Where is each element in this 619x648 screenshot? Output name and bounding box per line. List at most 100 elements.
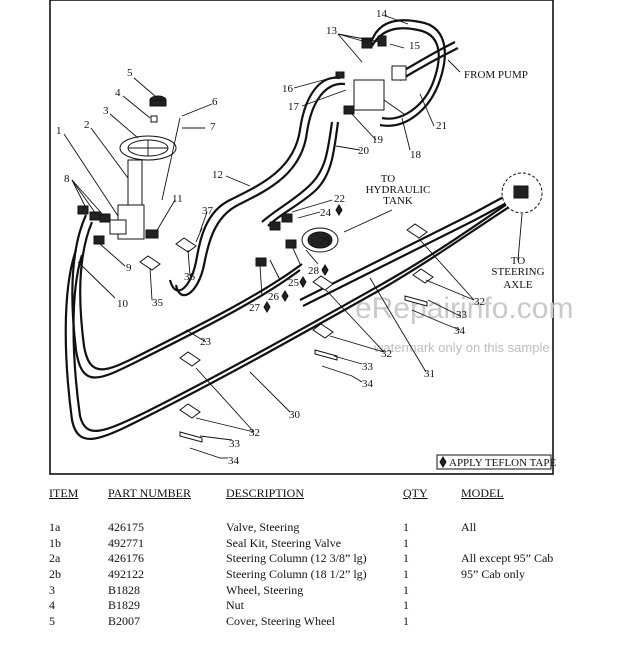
callout-numbers: 1 2 3 4 5 6 7 8 9 10 11 12 13 14 15 16 1… bbox=[56, 8, 485, 467]
callout-33c: 33 bbox=[229, 438, 241, 450]
callout-34a: 34 bbox=[454, 325, 466, 337]
callout-33b: 33 bbox=[362, 361, 374, 373]
axle-fitting bbox=[501, 172, 543, 214]
callout-32c: 32 bbox=[249, 427, 260, 439]
callout-33a: 33 bbox=[456, 309, 468, 321]
callout-36: 36 bbox=[184, 271, 196, 283]
callout-6: 6 bbox=[212, 96, 218, 108]
header-description: DESCRIPTION bbox=[226, 486, 305, 500]
callout-1: 1 bbox=[56, 125, 62, 137]
leader-lines bbox=[63, 15, 523, 459]
cell-item: 2b bbox=[49, 567, 61, 581]
flow-labels: FROM PUMP TO HYDRAULIC TANK TO STEERING … bbox=[366, 69, 545, 291]
header-qty: QTY bbox=[403, 486, 428, 500]
table-row: 1b 492771 Seal Kit, Steering Valve 1 bbox=[0, 536, 619, 552]
cell-qty: 1 bbox=[403, 614, 409, 628]
cell-item: 4 bbox=[49, 598, 55, 612]
cell-qty: 1 bbox=[403, 520, 409, 534]
callout-15: 15 bbox=[409, 40, 421, 52]
callout-11: 11 bbox=[172, 193, 183, 205]
cell-model: All bbox=[461, 520, 477, 534]
cell-description: Nut bbox=[226, 598, 244, 612]
label-to-axle-3: AXLE bbox=[503, 279, 533, 291]
callout-13: 13 bbox=[326, 25, 338, 37]
cell-part-number: 492122 bbox=[108, 567, 144, 581]
callout-27: 27 bbox=[249, 302, 261, 314]
table-row: 4 B1829 Nut 1 bbox=[0, 598, 619, 614]
clamp-plates-33 bbox=[179, 295, 428, 443]
callout-9: 9 bbox=[126, 262, 132, 274]
callout-24: 24 bbox=[320, 207, 332, 219]
cell-item: 1a bbox=[49, 520, 61, 534]
callout-19: 19 bbox=[372, 134, 384, 146]
cell-description: Seal Kit, Steering Valve bbox=[226, 536, 342, 550]
callout-34b: 34 bbox=[362, 378, 374, 390]
label-to-tank-3: TANK bbox=[383, 195, 413, 207]
header-model: MODEL bbox=[461, 486, 504, 500]
callout-28: 28 bbox=[308, 265, 320, 277]
callout-2: 2 bbox=[84, 119, 90, 131]
cell-item: 1b bbox=[49, 536, 61, 550]
wheel-nut bbox=[150, 115, 158, 123]
clamps-32 bbox=[139, 223, 434, 419]
priority-valve bbox=[335, 35, 407, 115]
watermark-note: watermark only on this sample bbox=[373, 340, 550, 355]
cell-part-number: B1828 bbox=[108, 583, 141, 597]
cell-part-number: B1829 bbox=[108, 598, 141, 612]
cell-model: All except 95” Cab bbox=[461, 551, 554, 565]
label-to-axle-2: STEERING bbox=[491, 266, 544, 278]
hose-23 bbox=[71, 214, 303, 379]
callout-26: 26 bbox=[268, 291, 280, 303]
callout-31: 31 bbox=[424, 368, 435, 380]
cell-model: 95” Cab only bbox=[461, 567, 525, 581]
filter-29 bbox=[301, 227, 339, 253]
callout-25: 25 bbox=[288, 277, 300, 289]
table-row: 2a 426176 Steering Column (12 3/8” lg) 1… bbox=[0, 551, 619, 567]
table-row: 2b 492122 Steering Column (18 1/2” lg) 1… bbox=[0, 567, 619, 583]
cell-part-number: 426175 bbox=[108, 520, 144, 534]
wheel-cover bbox=[149, 95, 167, 107]
callout-3: 3 bbox=[103, 105, 109, 117]
column-bolt bbox=[161, 117, 181, 201]
cell-description: Wheel, Steering bbox=[226, 583, 304, 597]
table-row: 5 B2007 Cover, Steering Wheel 1 bbox=[0, 614, 619, 630]
label-to-tank-1: TO bbox=[381, 173, 396, 185]
callout-29: 29 bbox=[319, 235, 331, 247]
tee-fittings bbox=[255, 213, 297, 267]
cell-item: 2a bbox=[49, 551, 61, 565]
legend: APPLY TEFLON TAPE bbox=[436, 454, 556, 470]
callout-5: 5 bbox=[127, 67, 133, 79]
callout-20: 20 bbox=[358, 145, 370, 157]
callout-21: 21 bbox=[436, 120, 447, 132]
header-part-number: PART NUMBER bbox=[108, 486, 191, 500]
callout-17: 17 bbox=[288, 101, 300, 113]
hose-12 bbox=[168, 76, 346, 297]
cell-description: Steering Column (18 1/2” lg) bbox=[226, 567, 367, 581]
callout-23: 23 bbox=[200, 336, 212, 348]
column-fittings bbox=[77, 205, 159, 245]
callout-32b: 32 bbox=[381, 348, 392, 360]
cell-description: Steering Column (12 3/8” lg) bbox=[226, 551, 367, 565]
cell-part-number: B2007 bbox=[108, 614, 141, 628]
callout-16: 16 bbox=[282, 83, 294, 95]
callout-8: 8 bbox=[64, 173, 70, 185]
header-item: ITEM bbox=[49, 486, 79, 500]
callout-7: 7 bbox=[210, 121, 216, 133]
diamond-icon bbox=[439, 456, 447, 468]
callout-22: 22 bbox=[334, 193, 345, 205]
steering-column bbox=[109, 159, 145, 240]
cell-qty: 1 bbox=[403, 536, 409, 550]
cell-part-number: 492771 bbox=[108, 536, 144, 550]
label-to-tank-2: HYDRAULIC bbox=[366, 184, 431, 196]
hydraulic-steering-diagram: eRepairinfo.com watermark only on this s… bbox=[49, 0, 573, 475]
cell-description: Valve, Steering bbox=[226, 520, 300, 534]
callout-30: 30 bbox=[289, 409, 301, 421]
cell-qty: 1 bbox=[403, 583, 409, 597]
cell-part-number: 426176 bbox=[108, 551, 144, 565]
cell-qty: 1 bbox=[403, 598, 409, 612]
watermark-text: eRepairinfo.com bbox=[355, 292, 573, 325]
callout-4: 4 bbox=[115, 87, 121, 99]
legend-text: APPLY TEFLON TAPE bbox=[449, 457, 556, 469]
callout-34c: 34 bbox=[228, 455, 240, 467]
table-row: 3 B1828 Wheel, Steering 1 bbox=[0, 583, 619, 599]
